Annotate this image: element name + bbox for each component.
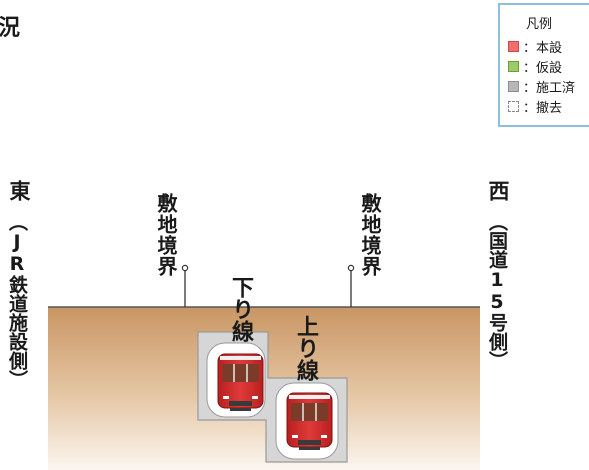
legend-item-karisetsu: ：仮設 [508,57,563,76]
site-boundary-label-left: 敷地境界 [154,193,178,277]
legend-swatch-gray [508,80,519,92]
up-line-train [286,392,333,450]
legend-label: ：本設 [523,40,563,56]
site-boundary-label-right: 敷地境界 [358,193,382,277]
up-line-label: 上り線 [293,315,318,381]
down-line-train [217,353,264,411]
legend-item-sekouzumi: ：施工済 [508,77,576,96]
west-label: 西 [486,180,510,202]
west-note: （国道15号側） [486,212,508,370]
east-note: （JR鉄道施設側） [6,212,28,389]
legend-swatch-dashed [508,100,519,112]
page-title: 況 [0,16,22,41]
boundary-marker-right [347,264,355,272]
legend-label: ：施工済 [523,80,576,96]
legend-swatch-green [508,60,519,72]
legend-label: ：撤去 [523,100,563,116]
boundary-marker-left [181,264,189,272]
legend-item-honsetsu: ：本設 [508,37,563,56]
legend-item-tekkyo: ：撤去 [508,97,563,116]
legend: 凡例 ：本設 ：仮設 ：施工済 ：撤去 [498,3,589,127]
east-label: 東 [7,180,31,202]
down-line-label: 下り線 [228,276,253,342]
legend-label: ：仮設 [523,60,563,76]
legend-swatch-red [508,40,519,52]
legend-title: 凡例 [526,17,553,32]
